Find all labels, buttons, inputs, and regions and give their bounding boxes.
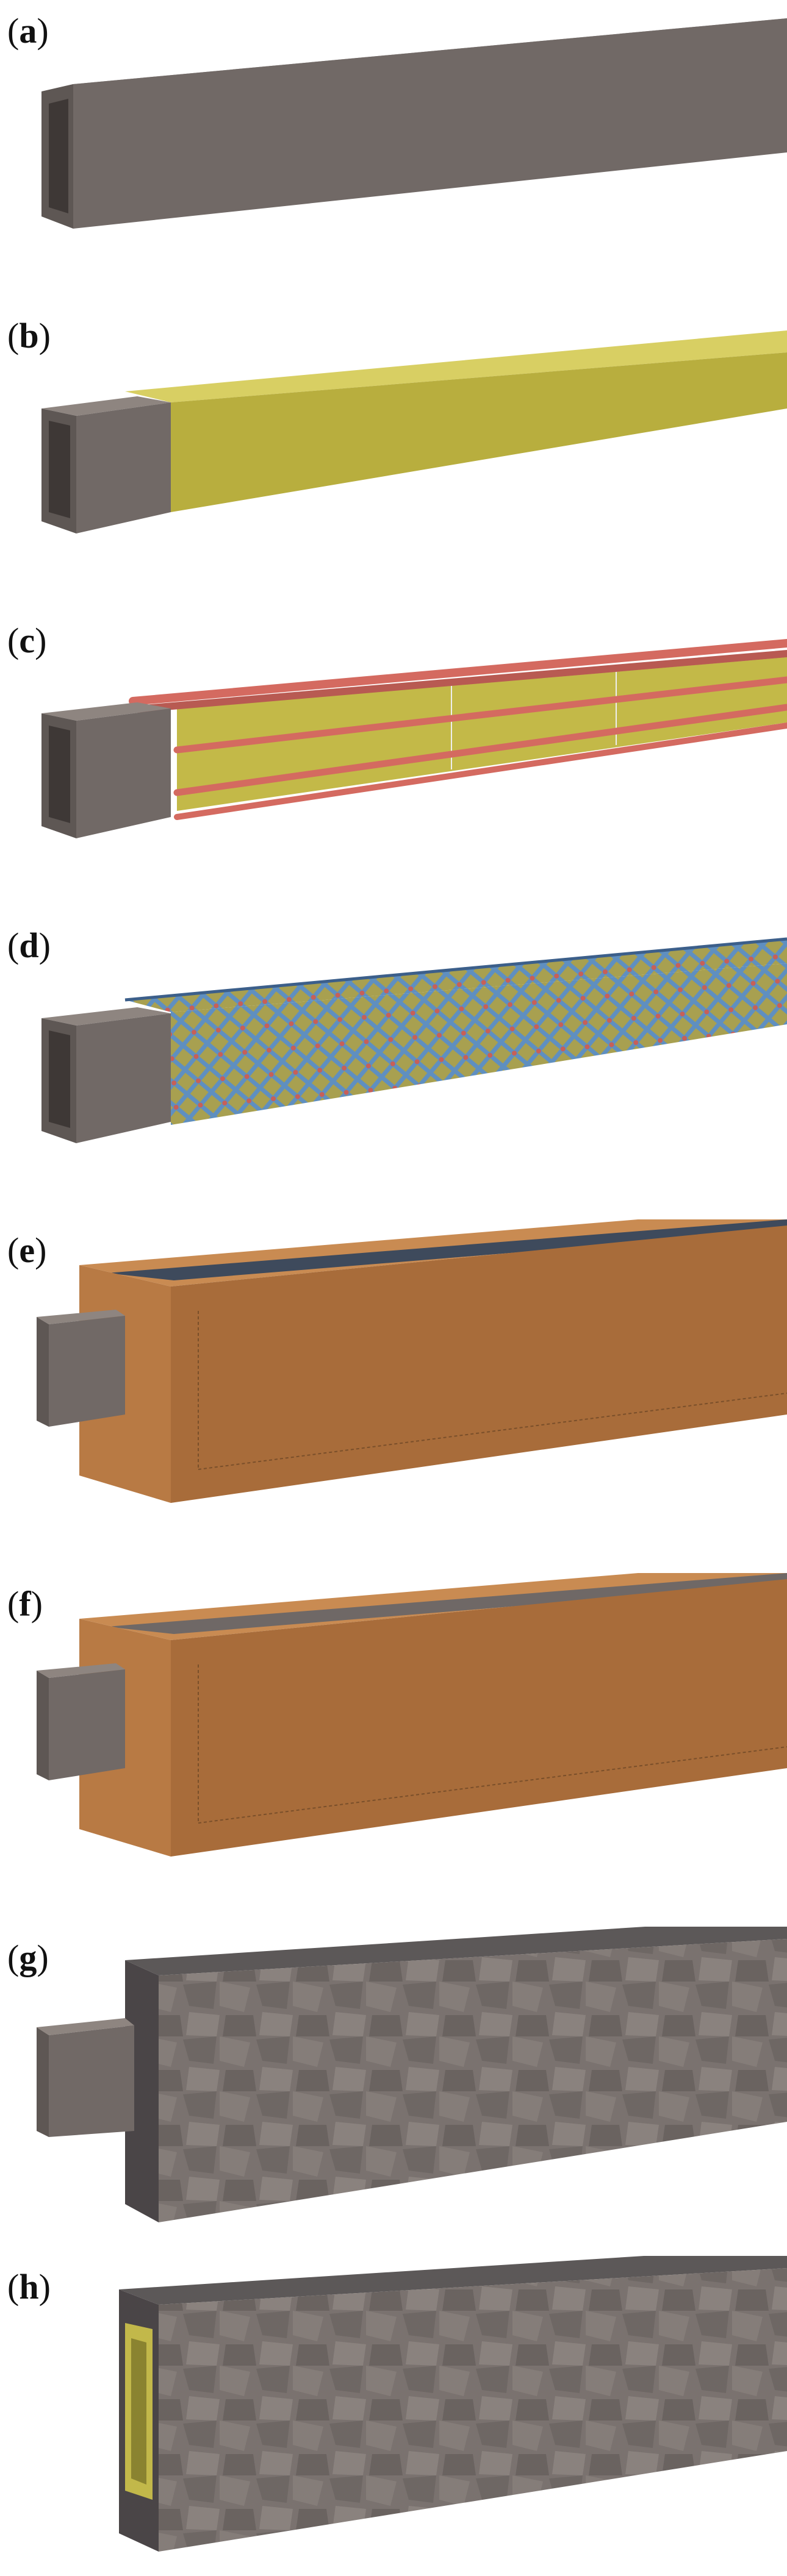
concrete-beam-illustration	[37, 1927, 787, 2222]
panel-label-b: (b)	[7, 316, 51, 355]
panel-e: (e)	[0, 1219, 787, 1561]
panel-label-a: (a)	[7, 11, 49, 51]
panel-b: (b)	[0, 305, 787, 585]
panel-label-f: (f)	[7, 1584, 43, 1624]
finished-beam-illustration	[119, 2256, 787, 2552]
panel-label-d: (d)	[7, 926, 51, 965]
panel-d: (d)	[0, 915, 787, 1195]
longitudinal-bars-illustration	[41, 639, 787, 838]
spiral-mesh-illustration	[41, 937, 787, 1143]
steel-tube-illustration	[41, 18, 787, 229]
panel-label-g: (g)	[7, 1938, 49, 1977]
panel-a: (a)	[0, 0, 787, 280]
concrete-filled-formwork-illustration	[37, 1573, 787, 1857]
panel-label-c: (c)	[7, 621, 47, 660]
formwork-illustration	[37, 1219, 787, 1503]
insulation-layer-illustration	[41, 330, 787, 533]
panel-label-e: (e)	[7, 1230, 47, 1270]
panel-label-h: (h)	[7, 2267, 51, 2307]
panel-g: (g)	[0, 1927, 787, 2244]
panel-f: (f)	[0, 1573, 787, 1914]
panel-c: (c)	[0, 610, 787, 890]
panel-h: (h)	[0, 2256, 787, 2576]
